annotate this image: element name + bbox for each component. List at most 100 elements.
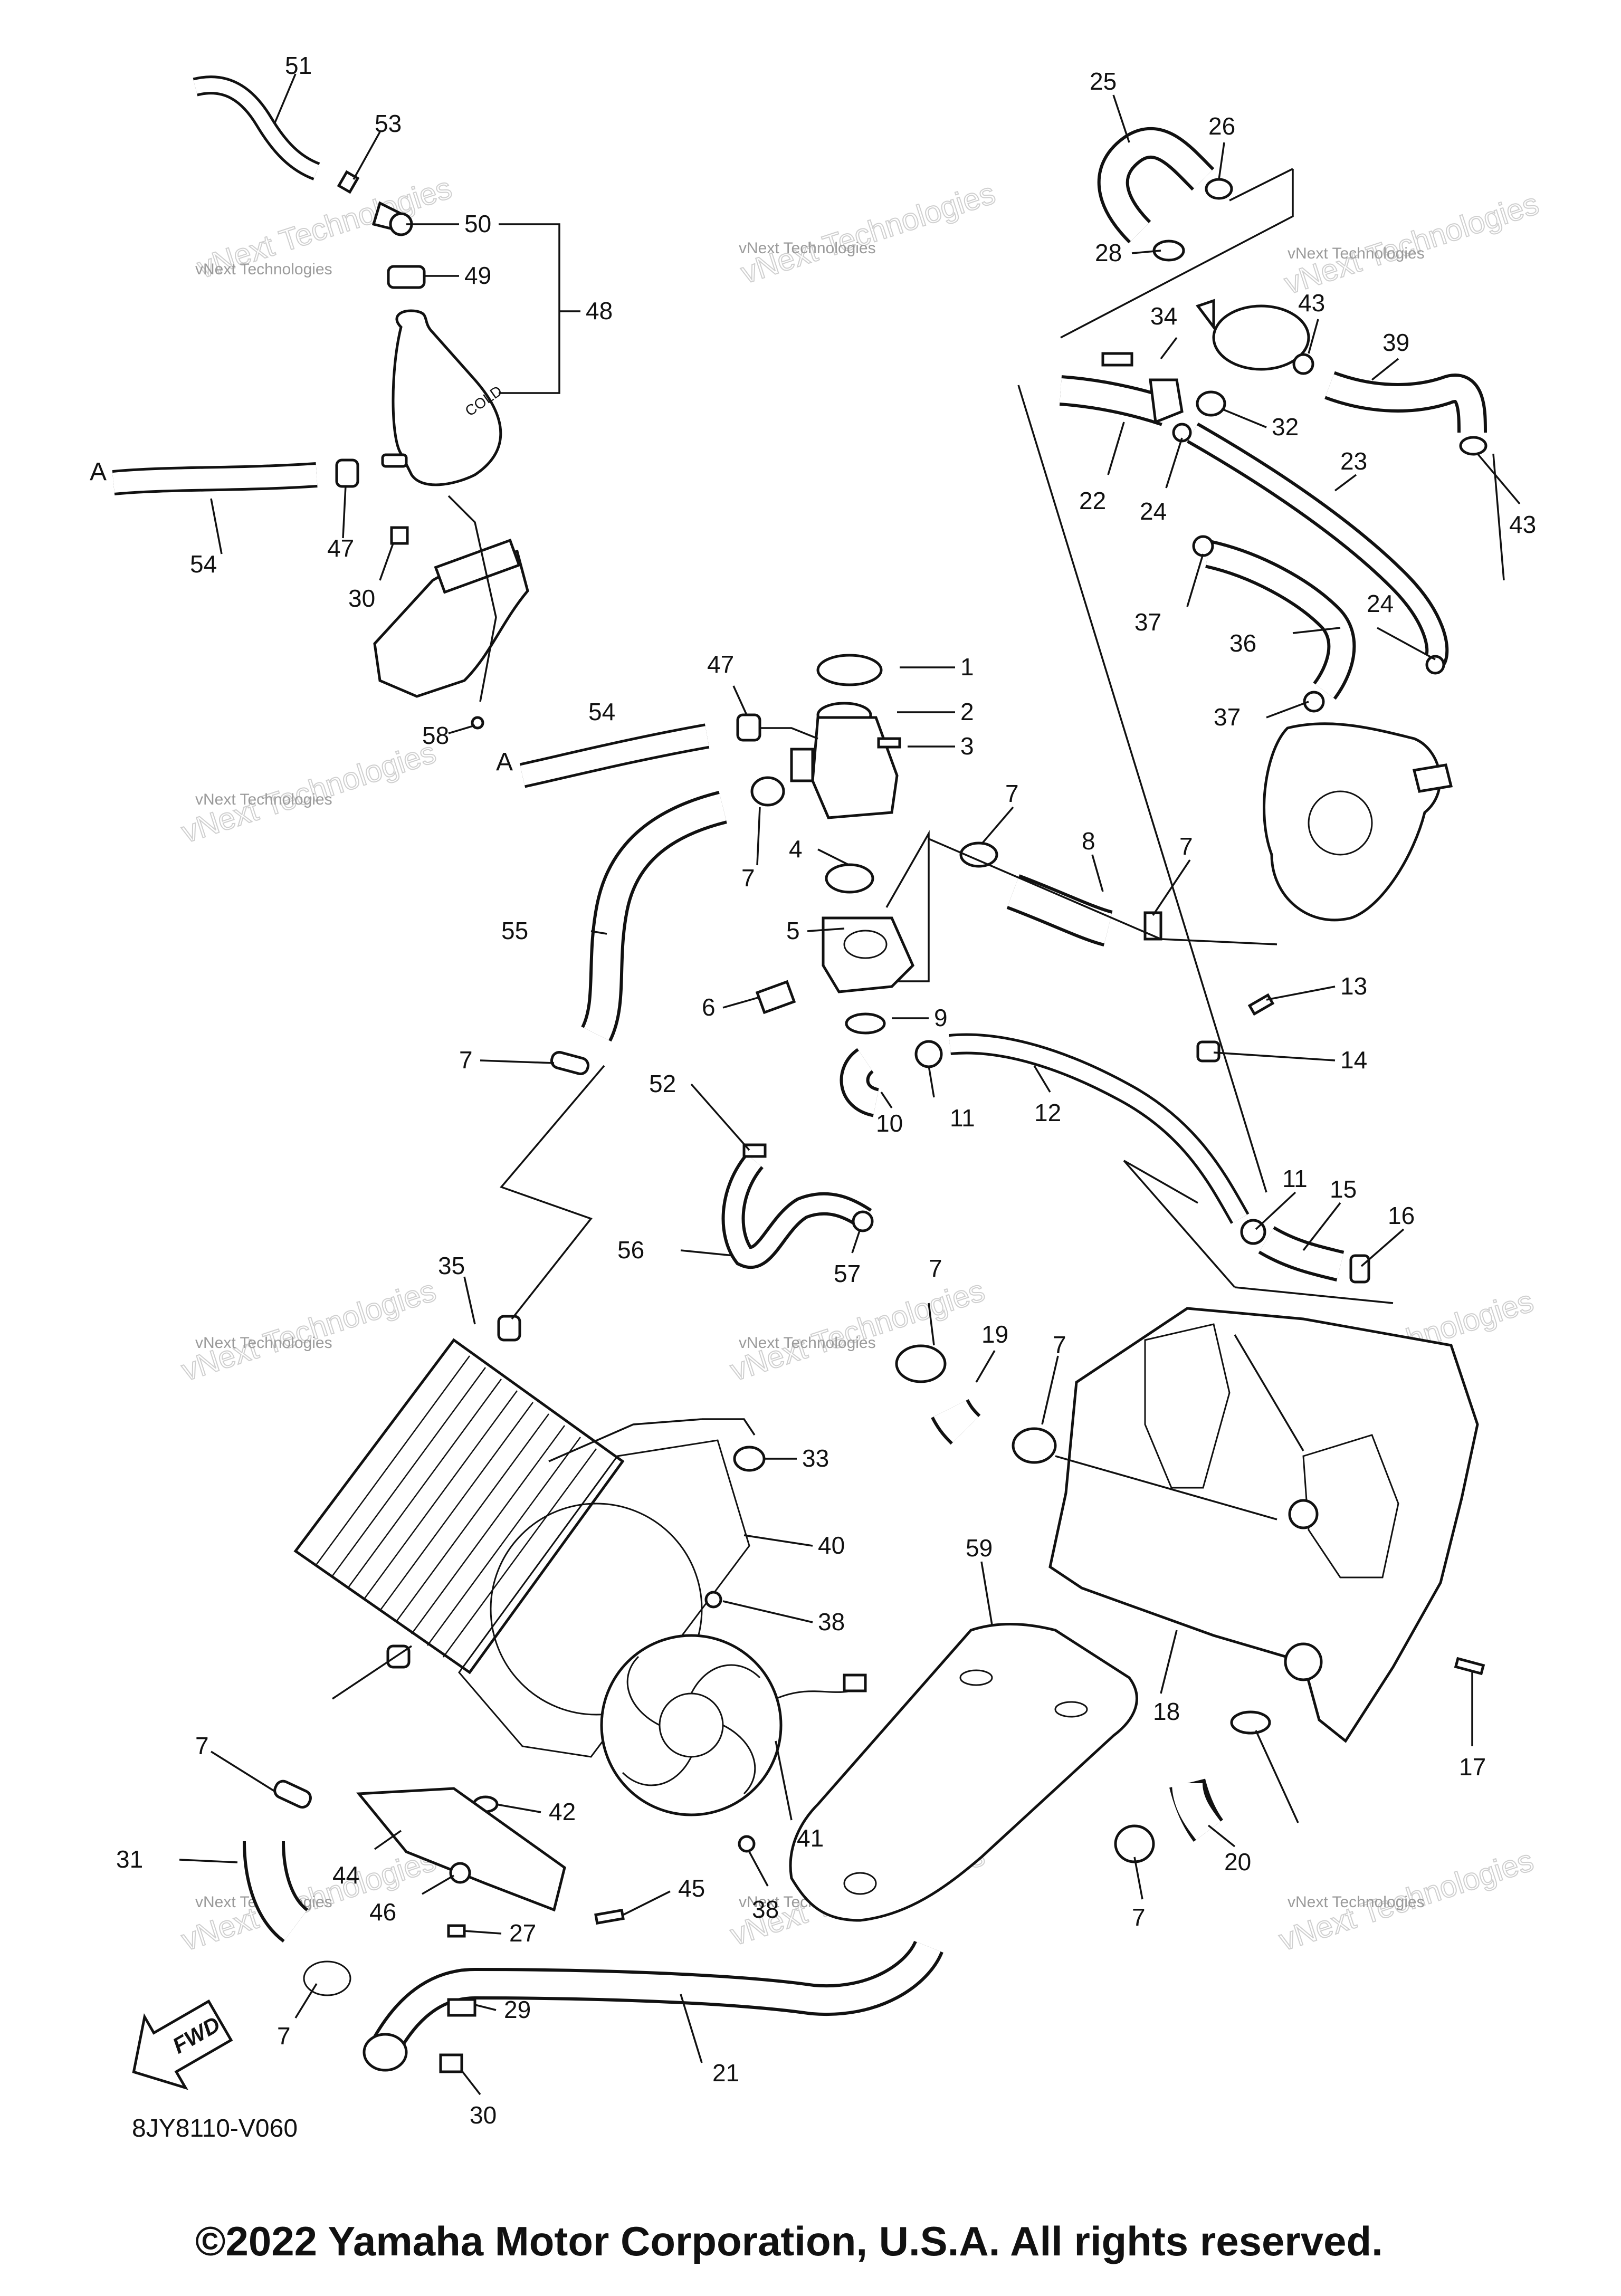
- hose-clamp: [1192, 535, 1214, 557]
- callout-4: 4: [789, 835, 803, 863]
- callout-33: 33: [802, 1444, 829, 1472]
- under-cover: [789, 1623, 1138, 1922]
- water-hose: [1172, 1782, 1221, 1840]
- frame-gusset: [1144, 1323, 1231, 1489]
- overflow-hose: [112, 465, 318, 493]
- callout-49: 49: [464, 262, 491, 289]
- connector-a: A: [496, 748, 513, 776]
- callout-24: 24: [1140, 498, 1167, 525]
- callout-54: 54: [190, 550, 217, 578]
- callout-47: 47: [707, 650, 734, 678]
- hose-clamp: [1143, 911, 1162, 941]
- callout-11: 11: [950, 1104, 975, 1132]
- radiator-core: [293, 1338, 625, 1675]
- bolt: [447, 1924, 466, 1938]
- outlet-nozzle: [790, 748, 814, 782]
- callout-25: 25: [1090, 68, 1117, 95]
- callout-48: 48: [586, 297, 613, 324]
- hose-clamp: [750, 776, 785, 807]
- hose-clamp: [1114, 1824, 1155, 1863]
- callout-37: 37: [1214, 703, 1241, 731]
- callout-40: 40: [818, 1532, 845, 1559]
- pump-outlet: [1412, 763, 1453, 793]
- watermark-small: vNext Technologies: [195, 261, 332, 278]
- callout-2: 2: [960, 698, 974, 725]
- callout-53: 53: [375, 110, 402, 137]
- cover-hole: [843, 1872, 877, 1895]
- callout-20: 20: [1224, 1848, 1251, 1876]
- callout-27: 27: [509, 1919, 536, 1947]
- overflow-hose: [520, 726, 709, 786]
- hose-clamp: [845, 1012, 886, 1035]
- callout-26: 26: [1208, 112, 1235, 140]
- callout-30: 30: [470, 2101, 497, 2129]
- hose-clamp: [1459, 436, 1487, 456]
- callout-59: 59: [966, 1534, 993, 1562]
- cover-hole: [959, 1669, 993, 1686]
- radiator-fins: [316, 1355, 597, 1658]
- leader-lines: [179, 73, 1521, 2096]
- radiator-inlet: [497, 1315, 521, 1342]
- watermark-big: vNext Technologies: [1280, 186, 1542, 301]
- watermark-small: vNext Technologies: [1288, 245, 1425, 262]
- screw: [877, 737, 901, 749]
- callout-51: 51: [285, 52, 312, 79]
- watermark-small: vNext Technologies: [195, 791, 332, 808]
- radiator-outlet-hose: [246, 1841, 307, 1940]
- callout-58: 58: [422, 722, 449, 749]
- callout-43: 43: [1509, 511, 1536, 538]
- fan-blade: [722, 1724, 756, 1795]
- screw: [738, 1835, 756, 1853]
- callout-23: 23: [1340, 447, 1367, 475]
- cover-flange: [1195, 299, 1215, 331]
- callout-36: 36: [1229, 629, 1256, 657]
- callout-30: 30: [348, 585, 375, 612]
- bypass-hose: [1100, 130, 1212, 241]
- callout-21: 21: [712, 2059, 739, 2087]
- callout-7: 7: [1005, 780, 1019, 807]
- callout-7: 7: [277, 2022, 291, 2050]
- callout-47: 47: [327, 534, 354, 562]
- cooling-fan: [600, 1634, 783, 1816]
- callout-42: 42: [549, 1798, 576, 1825]
- callout-31: 31: [116, 1845, 143, 1873]
- water-hose: [933, 1400, 979, 1443]
- callout-14: 14: [1340, 1046, 1367, 1074]
- callout-1: 1: [960, 653, 974, 681]
- fan-blade: [626, 1656, 660, 1726]
- callout-7: 7: [459, 1046, 473, 1074]
- callout-38: 38: [752, 1896, 779, 1923]
- hose-clamp: [335, 458, 359, 488]
- callout-24: 24: [1367, 590, 1394, 617]
- radiator-assembly: [243, 1315, 943, 2073]
- hose-clip: [337, 170, 360, 194]
- callout-5: 5: [786, 917, 800, 944]
- frame-mount: [1284, 1642, 1323, 1681]
- hose-clamp: [1349, 1254, 1370, 1284]
- callout-34: 34: [1150, 302, 1177, 330]
- cover-hole: [1054, 1701, 1088, 1718]
- hose-clamp: [1292, 353, 1314, 375]
- callout-3: 3: [960, 732, 974, 760]
- pump-impeller-cover: [1308, 790, 1373, 856]
- callout-37: 37: [1134, 608, 1161, 636]
- fan-shroud: [458, 1439, 750, 1758]
- fan-connector: [843, 1673, 867, 1692]
- fan-blade: [690, 1664, 761, 1694]
- grommet-body: [387, 265, 426, 289]
- pipe-end: [363, 2033, 408, 2072]
- pipe-clamp: [447, 1998, 476, 2017]
- reservoir-tank-assembly: COLD: [112, 75, 529, 730]
- hose-clamp: [736, 713, 761, 742]
- callout-12: 12: [1034, 1099, 1061, 1126]
- grommet: [733, 1446, 766, 1472]
- watermark-big: vNext Technologies: [177, 1273, 440, 1388]
- water-hose: [843, 1050, 879, 1114]
- thermostat-assembly: [519, 654, 1370, 1284]
- pump-hose: [1326, 374, 1484, 433]
- callout-29: 29: [504, 1996, 531, 2023]
- bolt: [1247, 993, 1275, 1016]
- frame-assembly: [789, 1307, 1485, 1922]
- tank-outlet: [381, 453, 408, 468]
- callout-41: 41: [797, 1824, 824, 1852]
